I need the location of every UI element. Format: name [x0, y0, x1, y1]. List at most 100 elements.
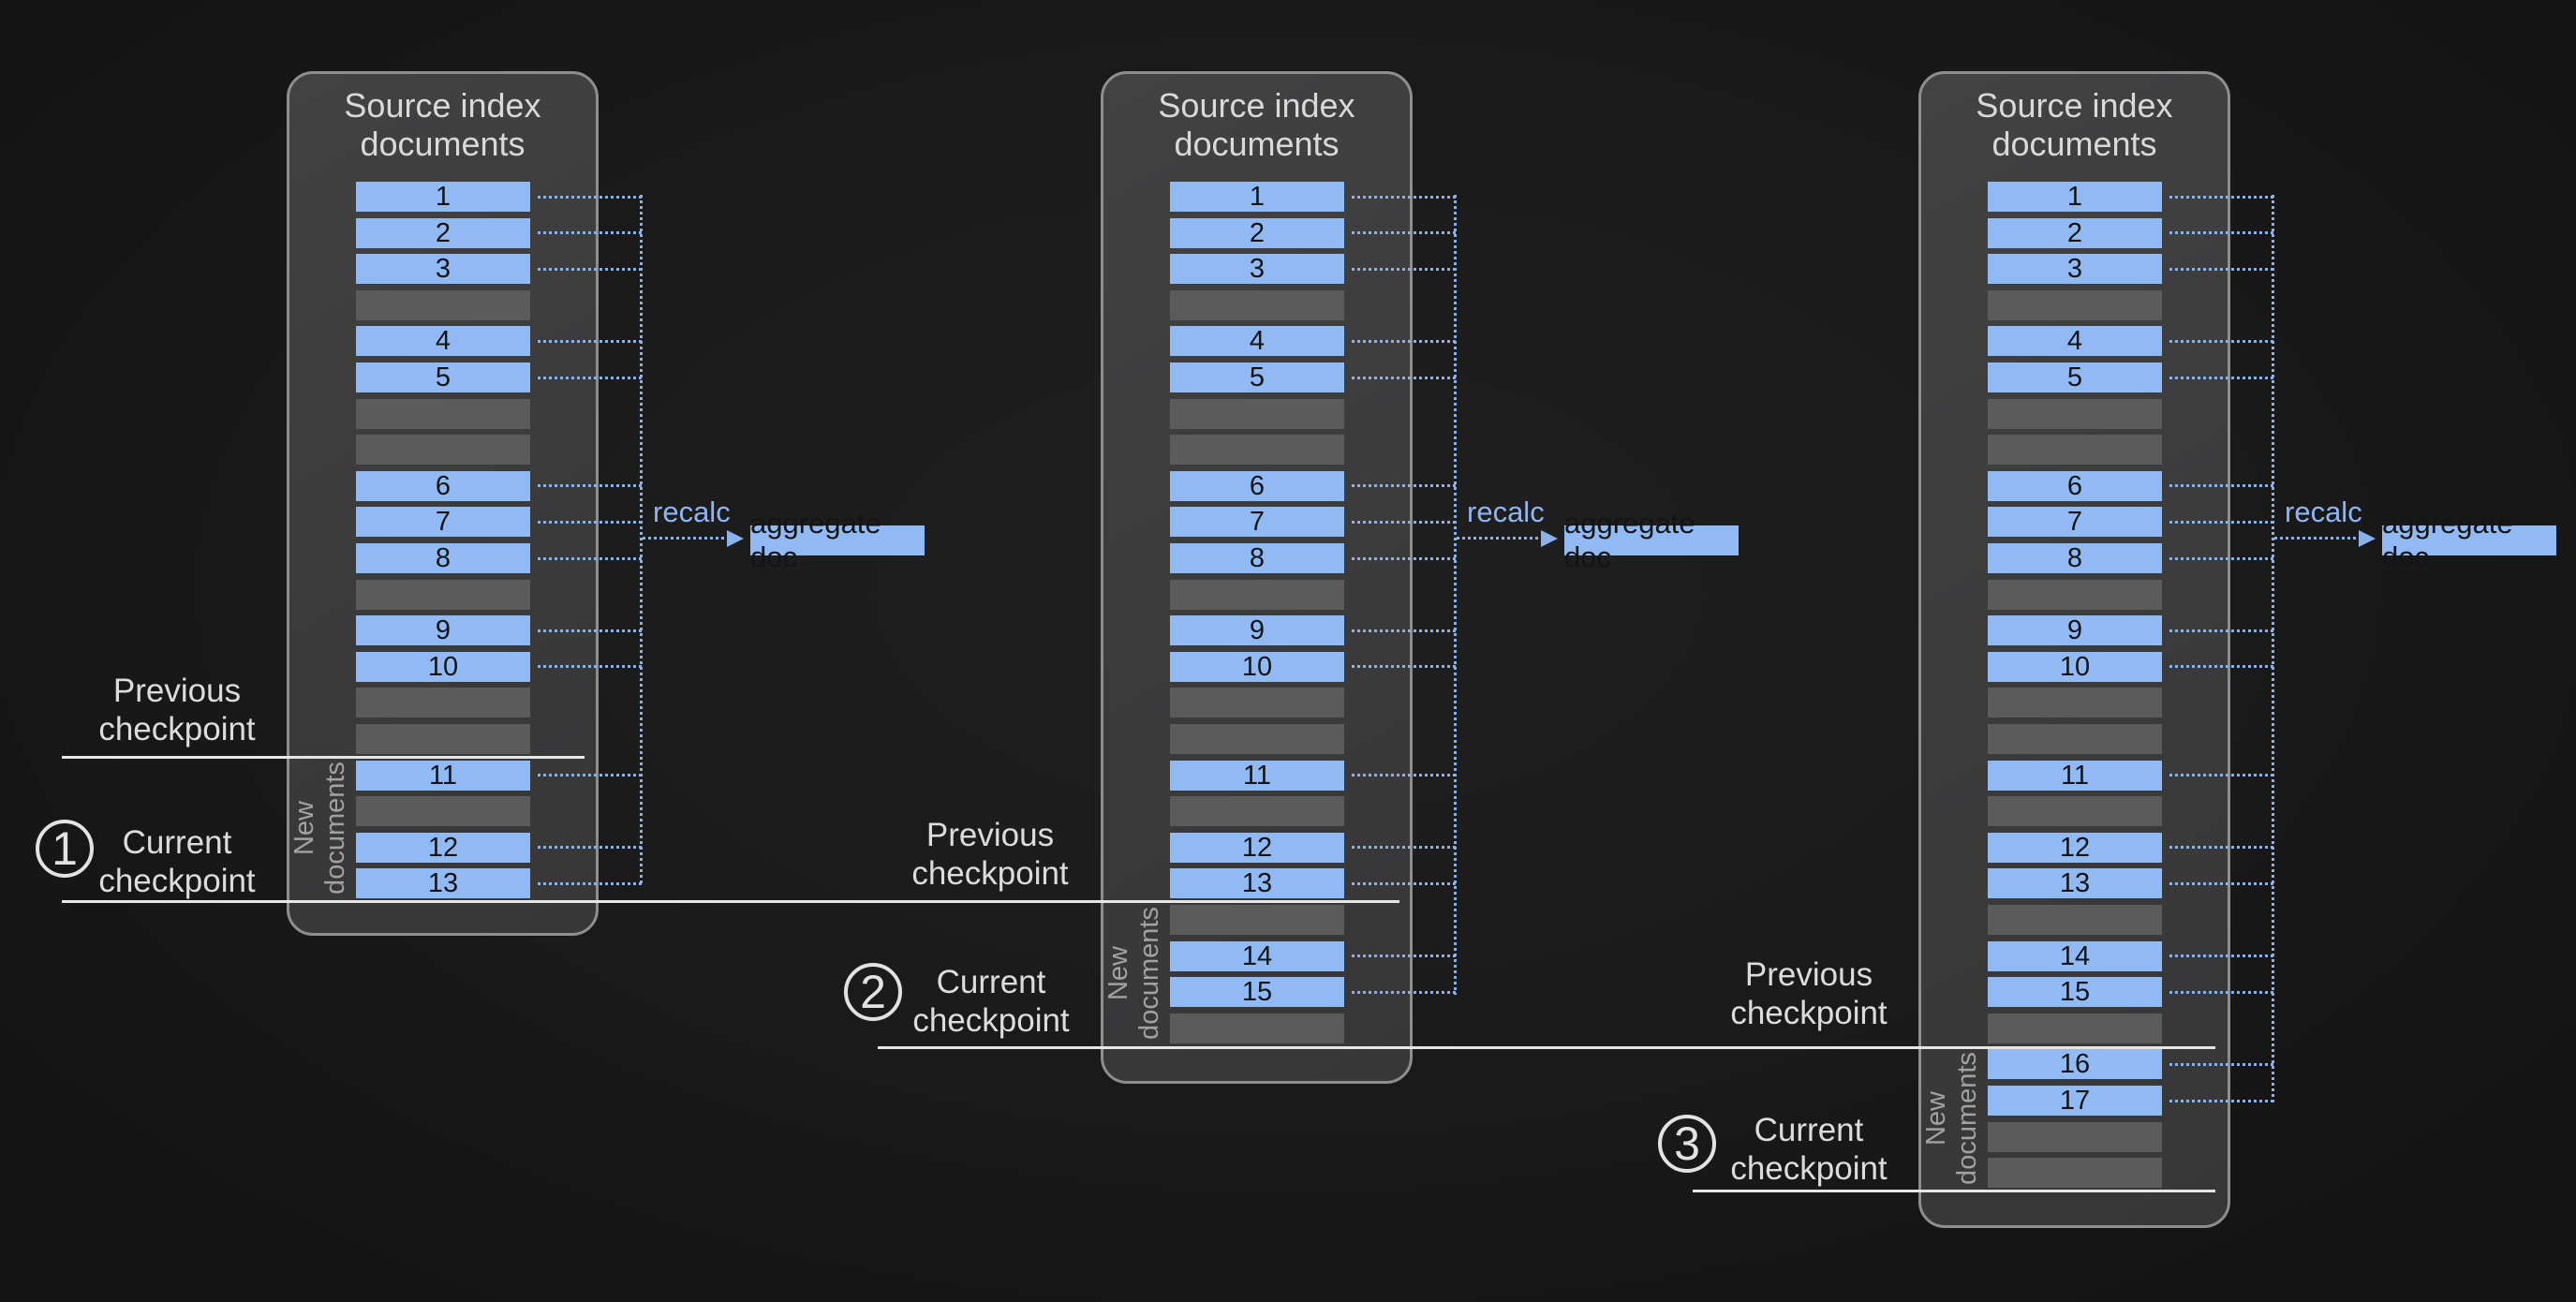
doc-connector-line	[2169, 484, 2274, 488]
doc-connector-line	[2169, 881, 2274, 885]
empty-row	[1170, 435, 1344, 466]
doc-connector-line	[2169, 774, 2274, 777]
doc-row-15: 15	[1988, 977, 2162, 1008]
doc-row-9: 9	[1170, 615, 1344, 646]
arrowhead-icon	[2359, 529, 2376, 547]
doc-row-13: 13	[356, 868, 530, 899]
empty-row	[356, 289, 530, 320]
doc-connector-line	[1352, 556, 1457, 560]
doc-row-11: 11	[356, 760, 530, 791]
doc-connector-line	[1352, 339, 1457, 343]
doc-connector-line	[2169, 1062, 2274, 1066]
doc-row-5: 5	[1988, 362, 2162, 392]
doc-connector-line	[538, 520, 643, 524]
doc-row-12: 12	[356, 832, 530, 863]
previous-checkpoint-label: Previous checkpoint	[1730, 956, 1888, 1031]
empty-row	[1988, 688, 2162, 718]
empty-row	[1988, 1158, 2162, 1189]
doc-connector-line	[538, 846, 643, 850]
panel-title: Source index documents	[1976, 86, 2173, 163]
doc-row-5: 5	[356, 362, 530, 392]
doc-row-2: 2	[1170, 217, 1344, 248]
arrowhead-icon	[1541, 529, 1558, 547]
empty-row	[356, 579, 530, 610]
doc-row-6: 6	[1170, 470, 1344, 501]
doc-row-1: 1	[1988, 182, 2162, 212]
doc-connector-line	[538, 231, 643, 235]
doc-connector-line	[2169, 1099, 2274, 1102]
empty-row	[1988, 579, 2162, 610]
empty-row	[1170, 796, 1344, 827]
doc-connector-line	[538, 376, 643, 379]
doc-connector-line	[1352, 484, 1457, 488]
aggregate-doc-box: aggregate doc	[2382, 507, 2556, 573]
doc-row-4: 4	[356, 326, 530, 357]
recalc-label: recalc	[653, 496, 731, 528]
bracket-line	[640, 195, 643, 887]
checkpoint-line-4	[1693, 1190, 2215, 1192]
doc-connector-line	[538, 339, 643, 343]
doc-connector-line	[2169, 520, 2274, 524]
recalc-arrow	[1457, 537, 1541, 540]
doc-row-4: 4	[1170, 326, 1344, 357]
doc-connector-line	[2169, 629, 2274, 632]
empty-row	[356, 398, 530, 429]
doc-row-6: 6	[356, 470, 530, 501]
bracket-line	[2272, 195, 2274, 1103]
previous-checkpoint-label: Previous checkpoint	[911, 817, 1069, 892]
empty-row	[1170, 905, 1344, 935]
doc-connector-line	[2169, 267, 2274, 271]
checkpoint-badge: 2	[844, 963, 902, 1021]
empty-row	[1170, 289, 1344, 320]
aggregate-doc-box: aggregate doc	[750, 507, 925, 573]
doc-connector-line	[1352, 376, 1457, 379]
current-checkpoint-label: Current checkpoint	[912, 964, 1070, 1039]
doc-connector-line	[1352, 881, 1457, 885]
empty-row	[356, 688, 530, 718]
doc-connector-line	[1352, 520, 1457, 524]
doc-connector-line	[2169, 846, 2274, 850]
doc-connector-line	[538, 195, 643, 199]
bracket-line	[1454, 195, 1457, 996]
doc-row-2: 2	[1988, 217, 2162, 248]
doc-row-8: 8	[356, 543, 530, 573]
doc-connector-line	[1352, 629, 1457, 632]
doc-row-7: 7	[1170, 507, 1344, 538]
doc-row-6: 6	[1988, 470, 2162, 501]
doc-row-3: 3	[1988, 254, 2162, 285]
doc-connector-line	[538, 881, 643, 885]
empty-row	[1988, 398, 2162, 429]
doc-row-14: 14	[1170, 940, 1344, 971]
empty-row	[1988, 724, 2162, 754]
empty-row	[356, 796, 530, 827]
empty-row	[1170, 579, 1344, 610]
doc-connector-line	[538, 484, 643, 488]
checkpoint-line-1	[62, 756, 585, 759]
doc-row-9: 9	[1988, 615, 2162, 646]
doc-row-1: 1	[1170, 182, 1344, 212]
empty-row	[356, 724, 530, 754]
doc-connector-line	[538, 774, 643, 777]
checkpoint-badge: 3	[1658, 1115, 1716, 1173]
doc-row-9: 9	[356, 615, 530, 646]
doc-row-12: 12	[1988, 832, 2162, 863]
doc-connector-line	[1352, 846, 1457, 850]
aggregate-doc-box: aggregate doc	[1564, 507, 1739, 573]
empty-row	[1988, 435, 2162, 466]
doc-connector-line	[1352, 665, 1457, 669]
doc-connector-line	[538, 629, 643, 632]
doc-row-5: 5	[1170, 362, 1344, 392]
doc-row-12: 12	[1170, 832, 1344, 863]
doc-connector-line	[538, 267, 643, 271]
previous-checkpoint-label: Previous checkpoint	[98, 673, 256, 747]
empty-row	[1170, 688, 1344, 718]
doc-connector-line	[2169, 556, 2274, 560]
empty-row	[1988, 1121, 2162, 1152]
doc-row-10: 10	[1170, 651, 1344, 682]
doc-connector-line	[2169, 954, 2274, 958]
doc-row-8: 8	[1170, 543, 1344, 573]
checkpoint-line-3	[878, 1046, 2215, 1049]
recalc-label: recalc	[1467, 496, 1545, 528]
doc-connector-line	[2169, 195, 2274, 199]
